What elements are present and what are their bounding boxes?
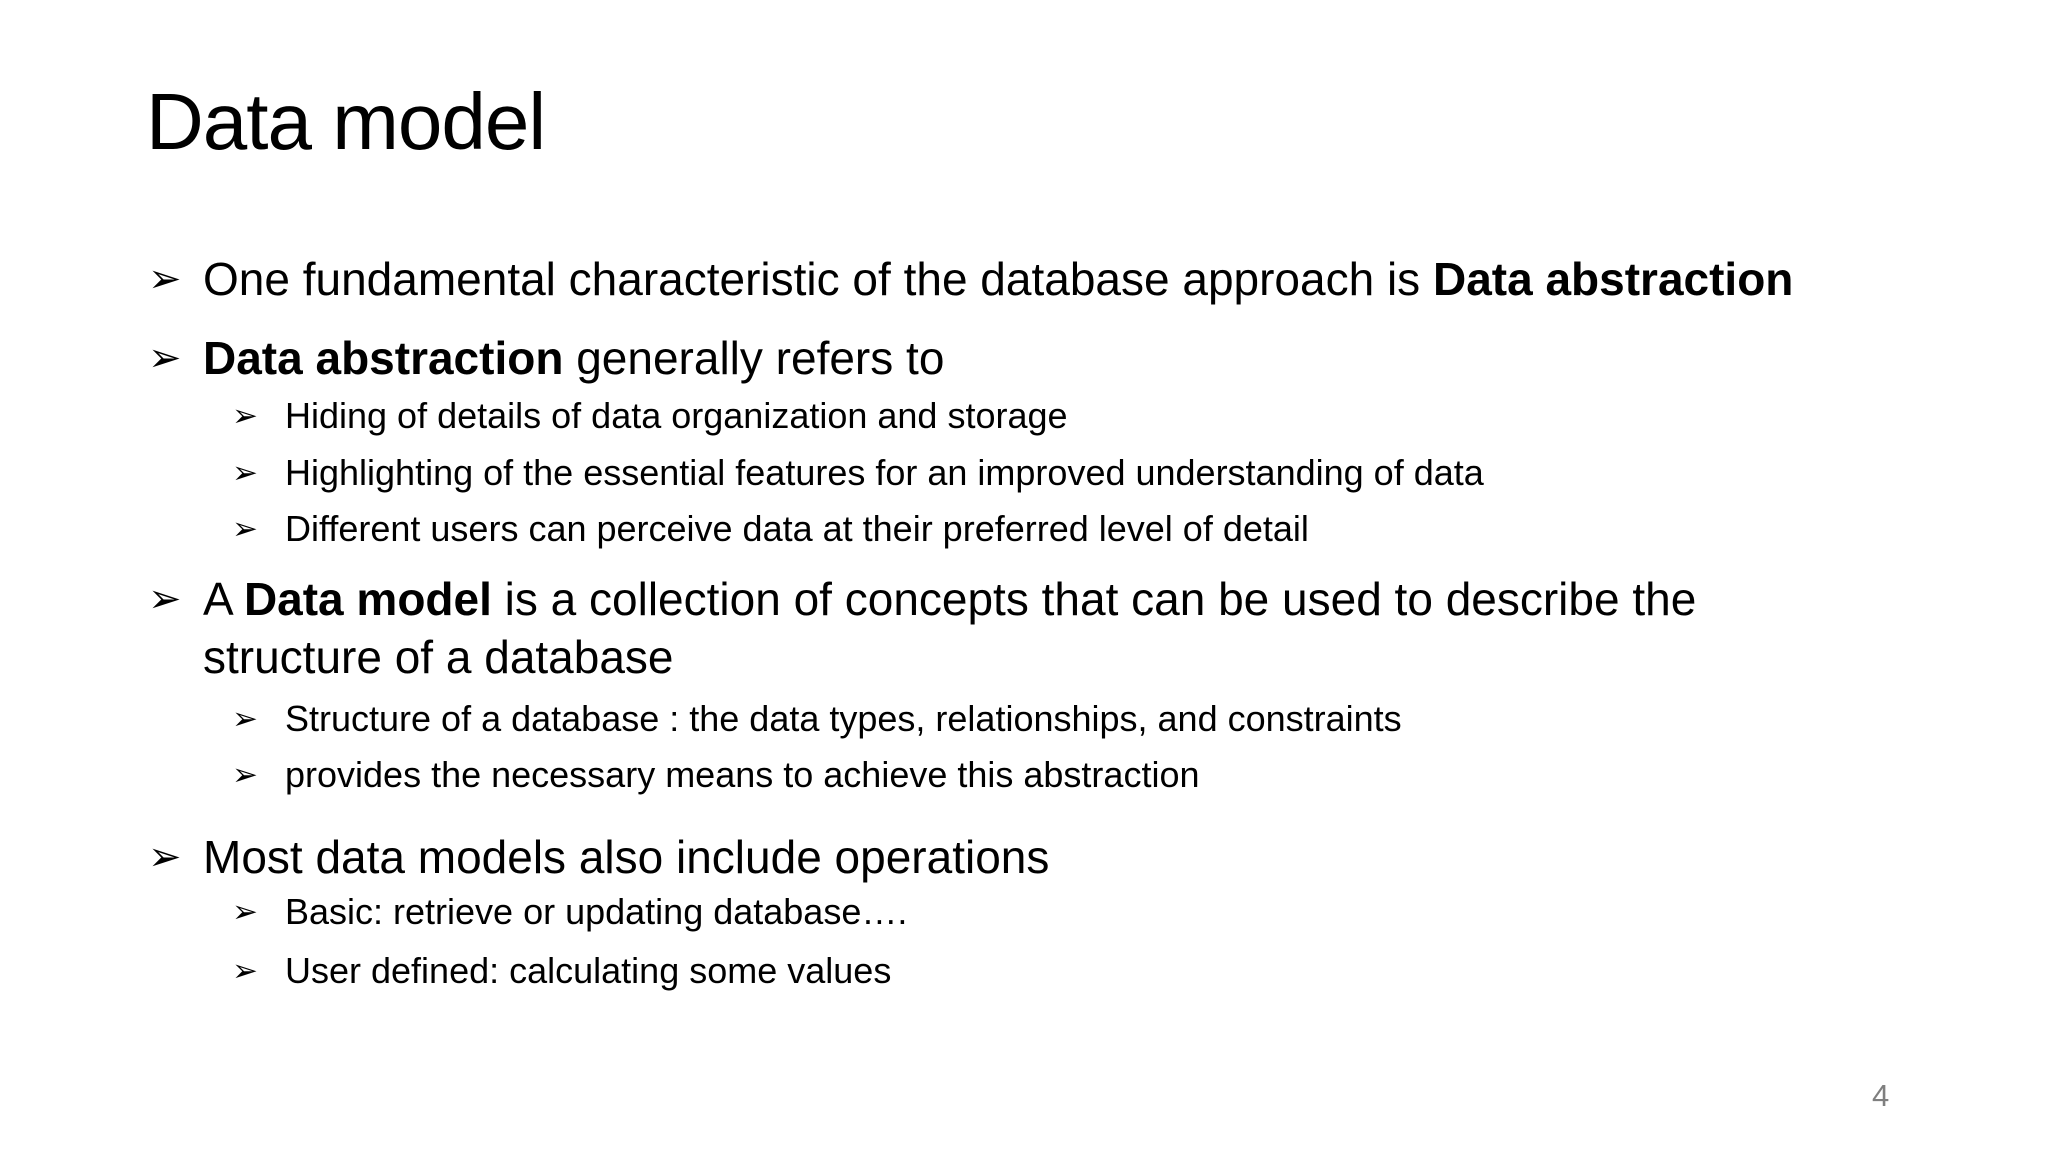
- list-item: ➢ provides the necessary means to achiev…: [0, 751, 2048, 798]
- arrow-bullet-icon: ➢: [148, 336, 182, 380]
- arrow-bullet-icon: ➢: [232, 894, 258, 929]
- bullet-text: Highlighting of the essential features f…: [285, 452, 1484, 493]
- arrow-bullet-icon: ➢: [232, 455, 258, 490]
- slide-body: ➢ One fundamental characteristic of the …: [0, 250, 2048, 994]
- list-item: ➢ User defined: calculating some values: [0, 947, 2048, 994]
- bullet-text: Hiding of details of data organization a…: [285, 395, 1068, 436]
- list-item: ➢ Hiding of details of data organization…: [0, 392, 2048, 439]
- bullet-text: Different users can perceive data at the…: [285, 508, 1309, 549]
- list-item: ➢ One fundamental characteristic of the …: [0, 250, 2048, 308]
- bullet-text: Data abstraction generally refers to: [203, 332, 945, 384]
- list-item: ➢ Different users can perceive data at t…: [0, 505, 2048, 552]
- page-title: Data model: [146, 77, 546, 166]
- list-item: ➢ A Data model is a collection of concep…: [0, 570, 2048, 686]
- arrow-bullet-icon: ➢: [148, 577, 182, 621]
- arrow-bullet-icon: ➢: [232, 953, 258, 988]
- list-item: ➢ Highlighting of the essential features…: [0, 449, 2048, 496]
- list-item: ➢ Data abstraction generally refers to: [0, 329, 2048, 387]
- bullet-text: Most data models also include operations: [203, 831, 1050, 883]
- list-item: ➢ Most data models also include operatio…: [0, 828, 2048, 886]
- bullet-text: A Data model is a collection of concepts…: [203, 573, 1697, 683]
- arrow-bullet-icon: ➢: [148, 257, 182, 301]
- arrow-bullet-icon: ➢: [232, 511, 258, 546]
- page-number: 4: [1872, 1078, 1890, 1113]
- bullet-text: User defined: calculating some values: [285, 950, 892, 991]
- arrow-bullet-icon: ➢: [232, 757, 258, 792]
- bullet-list: ➢ One fundamental characteristic of the …: [0, 250, 2048, 994]
- arrow-bullet-icon: ➢: [232, 398, 258, 433]
- arrow-bullet-icon: ➢: [148, 835, 182, 879]
- list-item: ➢ Structure of a database : the data typ…: [0, 695, 2048, 742]
- bullet-text: One fundamental characteristic of the da…: [203, 253, 1794, 305]
- bullet-text: provides the necessary means to achieve …: [285, 754, 1200, 795]
- arrow-bullet-icon: ➢: [232, 701, 258, 736]
- bullet-text: Basic: retrieve or updating database….: [285, 891, 908, 932]
- bullet-text: Structure of a database : the data types…: [285, 698, 1402, 739]
- list-item: ➢ Basic: retrieve or updating database….: [0, 888, 2048, 935]
